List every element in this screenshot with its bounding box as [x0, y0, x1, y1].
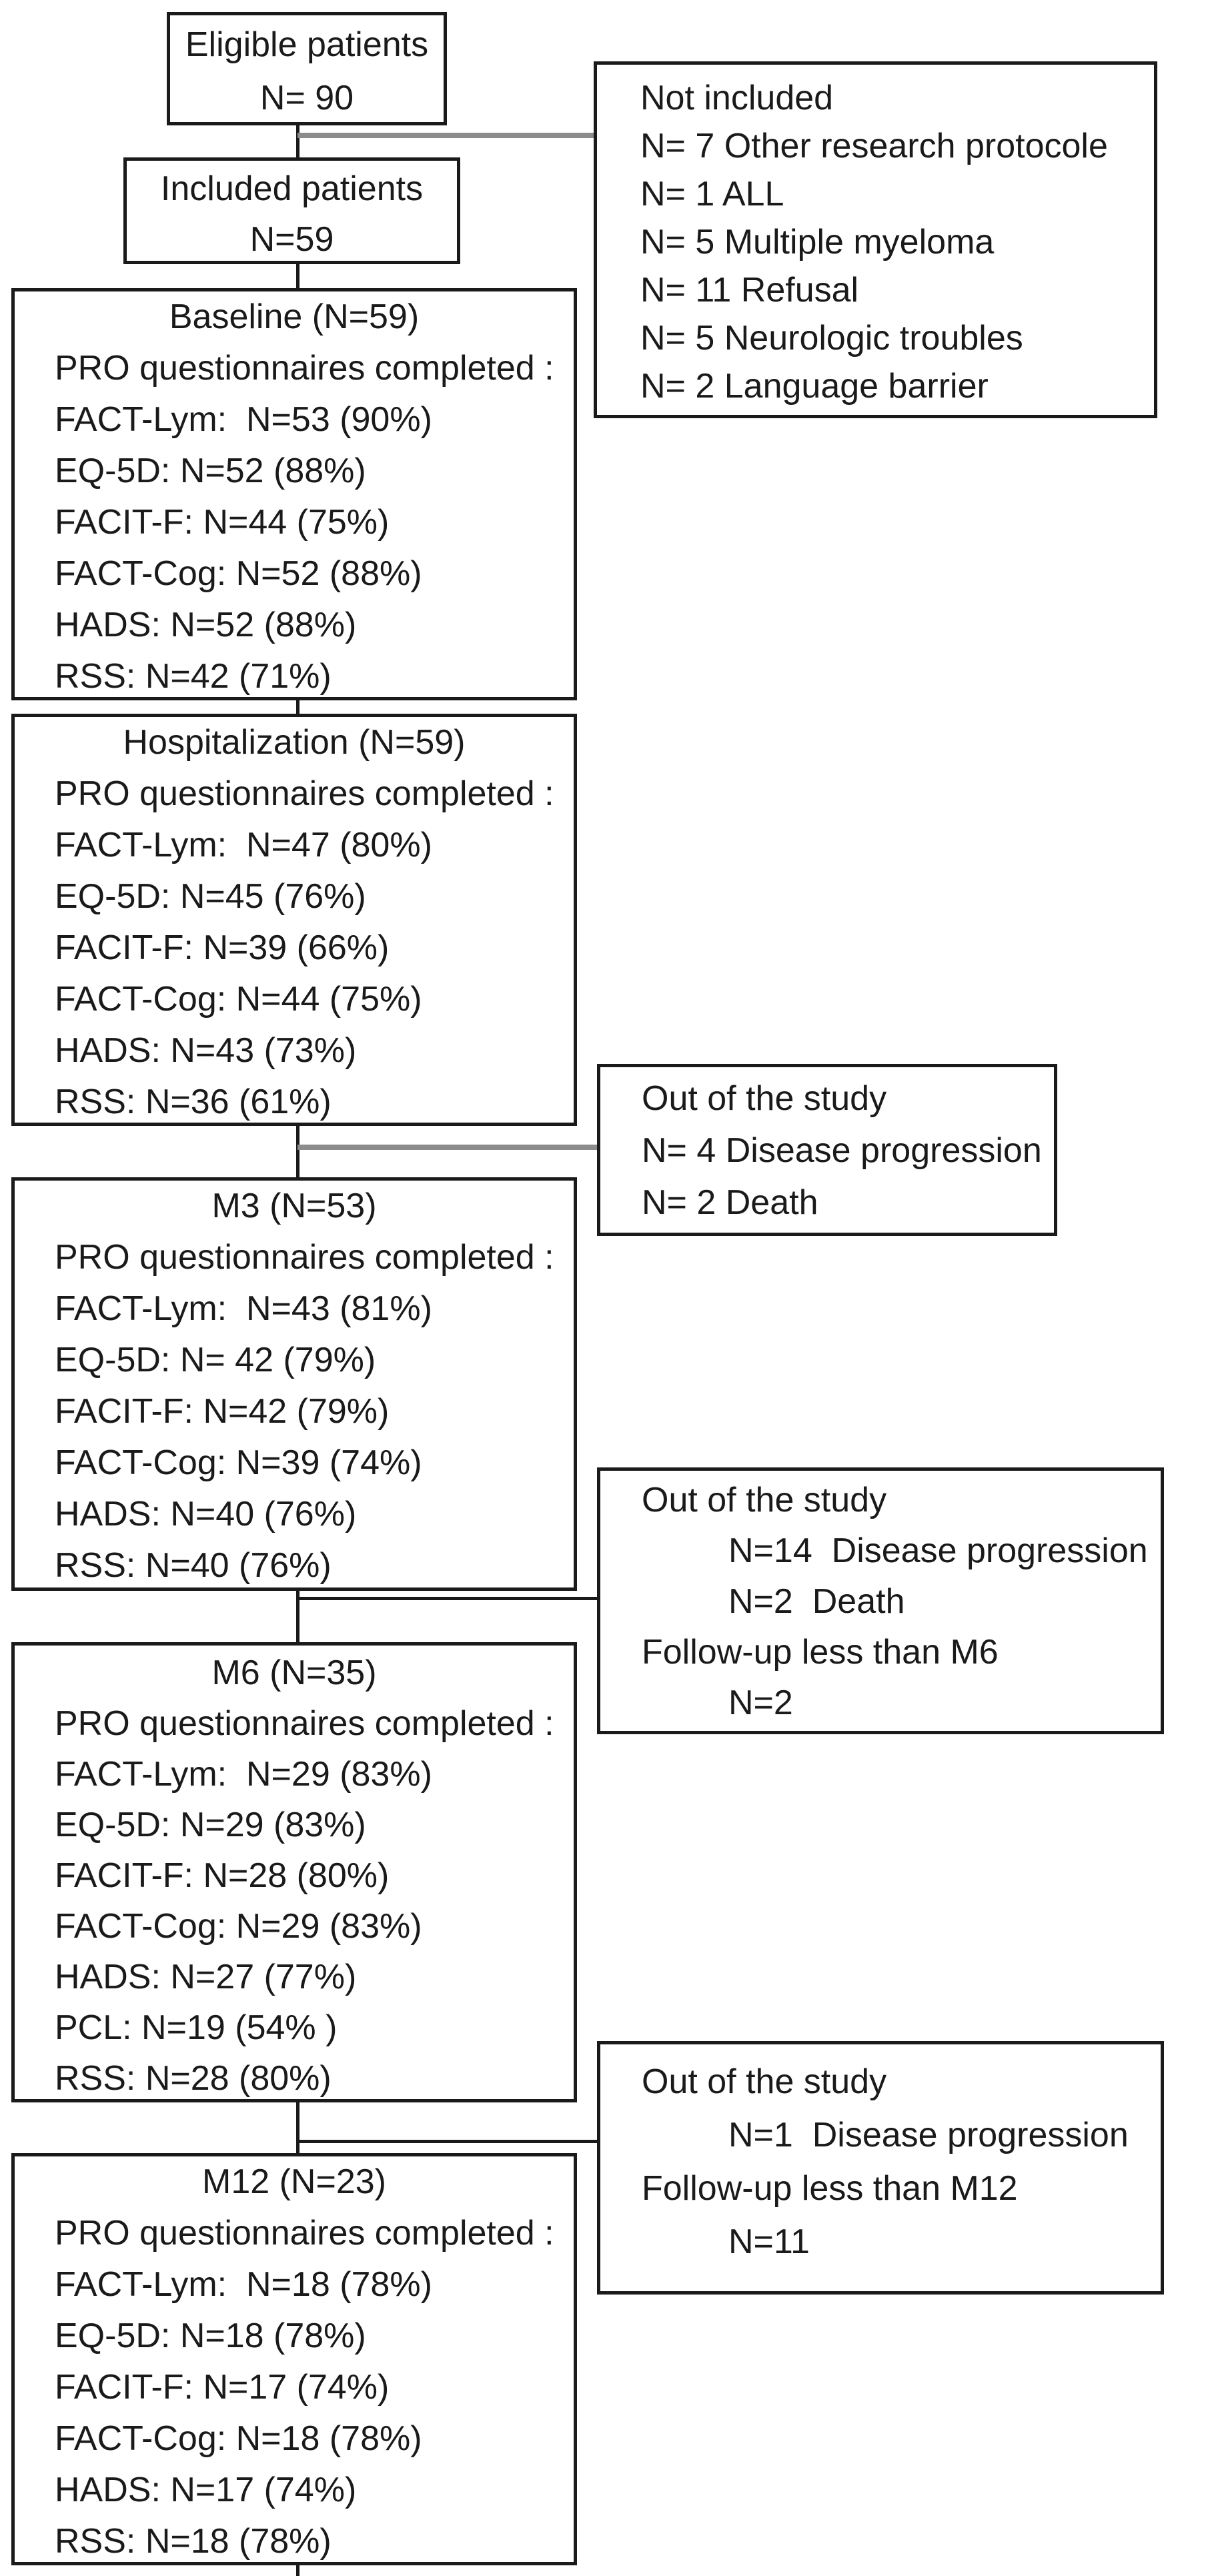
exit-box-1: Out of the study N= 4 Disease progressio… — [597, 1064, 1057, 1236]
connector-to-exit-1 — [297, 1145, 600, 1150]
not-included-item: N= 1 ALL — [640, 175, 784, 213]
exit-title: Out of the study — [642, 1079, 887, 1118]
connector-m3-to-m6 — [296, 1589, 299, 1644]
stage-title: M3 (N=53) — [211, 1187, 377, 1225]
exit-reason: N=1 Disease progression — [728, 2116, 1129, 2154]
not-included-box: Not included N= 7 Other research protoco… — [594, 61, 1157, 418]
connector-to-not-included — [297, 133, 597, 138]
connector-below-m12-stub — [296, 2564, 299, 2576]
stage-item: FACT-Lym: N=29 (83%) — [55, 1755, 432, 1794]
stage-item: FACIT-F: N=42 (79%) — [55, 1392, 390, 1431]
connector-m6-to-m12 — [296, 2101, 299, 2154]
stage-item: FACT-Lym: N=43 (81%) — [55, 1289, 432, 1328]
stage-box-m3: M3 (N=53) PRO questionnaires completed :… — [11, 1177, 577, 1591]
included-patients-box: Included patients N=59 — [123, 157, 460, 264]
stage-title: Hospitalization (N=59) — [123, 723, 466, 762]
not-included-title: Not included — [640, 79, 834, 117]
stage-item: RSS: N=42 (71%) — [55, 657, 332, 696]
connector-eligible-to-included — [296, 124, 299, 159]
stage-item: FACT-Lym: N=18 (78%) — [55, 2265, 432, 2304]
stage-item: FACIT-F: N=17 (74%) — [55, 2368, 390, 2407]
stage-subtitle: PRO questionnaires completed : — [55, 1238, 554, 1277]
stage-title: Baseline (N=59) — [169, 297, 420, 336]
connector-to-exit-2 — [297, 1597, 600, 1600]
stage-subtitle: PRO questionnaires completed : — [55, 774, 554, 813]
stage-item: EQ-5D: N=29 (83%) — [55, 1806, 366, 1844]
stage-item: HADS: N=40 (76%) — [55, 1495, 357, 1533]
stage-item: FACT-Cog: N=44 (75%) — [55, 980, 422, 1019]
exit-box-2: Out of the study N=14 Disease progressio… — [597, 1467, 1164, 1734]
stage-item: FACIT-F: N=28 (80%) — [55, 1856, 390, 1895]
stage-box-m6: M6 (N=35) PRO questionnaires completed :… — [11, 1642, 577, 2102]
included-patients-label: Included patients — [160, 169, 424, 208]
exit-reason: N=2 — [728, 1684, 793, 1722]
stage-item: FACT-Lym: N=47 (80%) — [55, 826, 432, 864]
stage-item: HADS: N=27 (77%) — [55, 1958, 357, 1996]
stage-box-m12: M12 (N=23) PRO questionnaires completed … — [11, 2153, 577, 2565]
stage-item: FACIT-F: N=39 (66%) — [55, 928, 390, 967]
exit-reason: Follow-up less than M12 — [642, 2169, 1018, 2208]
stage-item: HADS: N=43 (73%) — [55, 1031, 357, 1070]
not-included-item: N= 11 Refusal — [640, 271, 859, 309]
stage-item: FACT-Cog: N=52 (88%) — [55, 554, 422, 593]
not-included-item: N= 7 Other research protocole — [640, 127, 1108, 165]
connector-to-exit-3 — [297, 2140, 600, 2143]
exit-reason: N= 4 Disease progression — [642, 1131, 1042, 1170]
stage-item: EQ-5D: N= 42 (79%) — [55, 1341, 376, 1379]
eligible-patients-box: Eligible patients N= 90 — [167, 12, 447, 125]
stage-item: HADS: N=17 (74%) — [55, 2471, 357, 2509]
eligible-patients-label: Eligible patients — [185, 25, 429, 64]
exit-reason: N=11 — [728, 2222, 810, 2261]
stage-title: M6 (N=35) — [211, 1654, 377, 1692]
stage-item: EQ-5D: N=52 (88%) — [55, 452, 366, 490]
stage-item: FACT-Cog: N=18 (78%) — [55, 2419, 422, 2458]
stage-item: EQ-5D: N=45 (76%) — [55, 877, 366, 916]
not-included-item: N= 5 Neurologic troubles — [640, 319, 1023, 358]
stage-box-baseline: Baseline (N=59) PRO questionnaires compl… — [11, 288, 577, 700]
stage-item: RSS: N=36 (61%) — [55, 1083, 332, 1121]
stage-item: EQ-5D: N=18 (78%) — [55, 2317, 366, 2355]
stage-subtitle: PRO questionnaires completed : — [55, 2214, 554, 2252]
not-included-item: N= 5 Multiple myeloma — [640, 223, 995, 261]
stage-title: M12 (N=23) — [202, 2162, 386, 2201]
stage-item: FACT-Lym: N=53 (90%) — [55, 400, 432, 439]
stage-item: PCL: N=19 (54% ) — [55, 2008, 338, 2047]
stage-box-hospitalization: Hospitalization (N=59) PRO questionnaire… — [11, 714, 577, 1126]
stage-subtitle: PRO questionnaires completed : — [55, 349, 554, 388]
eligible-patients-count: N= 90 — [259, 79, 354, 117]
stage-item: FACIT-F: N=44 (75%) — [55, 503, 390, 542]
exit-reason: N= 2 Death — [642, 1183, 818, 1222]
included-patients-count: N=59 — [249, 220, 334, 259]
exit-reason: N=2 Death — [728, 1582, 905, 1621]
exit-reason: Follow-up less than M6 — [642, 1633, 999, 1672]
connector-hospitalization-to-m3 — [296, 1125, 299, 1179]
stage-item: RSS: N=28 (80%) — [55, 2059, 332, 2098]
exit-reason: N=14 Disease progression — [728, 1531, 1148, 1570]
stage-subtitle: PRO questionnaires completed : — [55, 1704, 554, 1743]
exit-box-3: Out of the study N=1 Disease progression… — [597, 2041, 1164, 2295]
stage-item: HADS: N=52 (88%) — [55, 606, 357, 644]
stage-item: FACT-Cog: N=29 (83%) — [55, 1907, 422, 1946]
stage-item: RSS: N=18 (78%) — [55, 2522, 332, 2561]
connector-baseline-to-hospitalization — [296, 699, 299, 715]
stage-item: FACT-Cog: N=39 (74%) — [55, 1443, 422, 1482]
not-included-item: N= 2 Language barrier — [640, 367, 989, 406]
connector-included-to-baseline — [296, 263, 299, 289]
stage-item: RSS: N=40 (76%) — [55, 1546, 332, 1585]
exit-title: Out of the study — [642, 2062, 887, 2101]
exit-title: Out of the study — [642, 1481, 887, 1519]
